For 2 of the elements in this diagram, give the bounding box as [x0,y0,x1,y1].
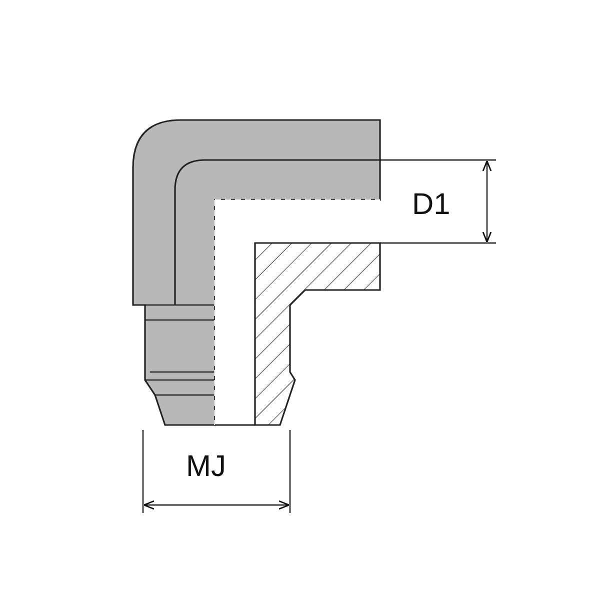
dimension-label: MJ [186,452,226,482]
dimension-label: D1 [412,190,450,220]
